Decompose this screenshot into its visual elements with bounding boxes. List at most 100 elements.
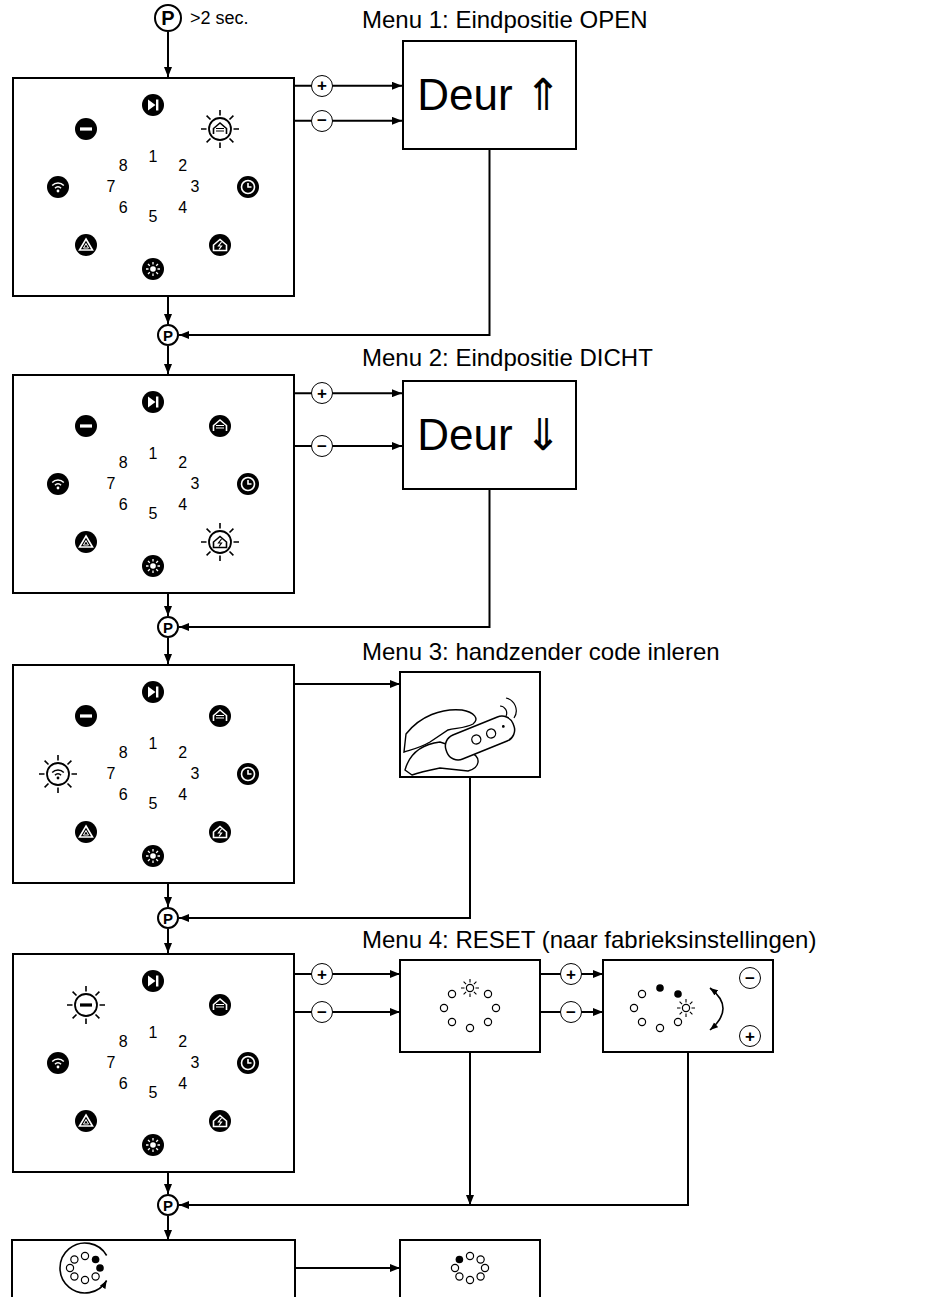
flow-connector [179,490,490,627]
led-on [674,990,682,998]
position-number: 1 [149,149,158,165]
status-icon [142,555,164,577]
flow-connector [167,32,169,77]
led-off [456,1273,463,1280]
status-icon [75,821,97,843]
flow-connector [167,297,169,324]
menu-title: Menu 2: Eindpositie DICHT [362,344,653,372]
key-symbol: + [311,75,333,97]
led-off [448,1018,455,1025]
flow-connector [179,150,490,335]
led-off [440,1004,447,1011]
led-off [484,1018,491,1025]
key-sign: + [745,1028,755,1045]
flow-arrow [295,683,400,685]
menu-panel: 12345678 [12,953,295,1173]
key-symbol: − [739,967,761,989]
position-number: 3 [191,476,200,492]
key-sign: − [317,438,327,455]
program-button: P [157,616,179,638]
key-symbol: + [311,382,333,404]
position-number: 7 [107,476,116,492]
status-icon [237,473,259,495]
position-number: 5 [149,1085,158,1101]
position-number: 6 [119,497,128,513]
position-number: 7 [107,1055,116,1071]
door-direction: Deur ⇑ [417,73,561,117]
led-on [92,1256,100,1264]
position-number: 4 [178,1076,187,1092]
position-number: 3 [191,1055,200,1071]
flow-connector [167,929,169,953]
led-off [71,1256,78,1263]
led-off [674,1018,681,1025]
status-icon [47,1052,69,1074]
hand-thumb [404,710,476,752]
led-off [466,1276,473,1283]
key-sign: − [317,112,327,129]
menu-title: Menu 4: RESET (naar fabrieksinstellingen… [362,926,816,954]
hold-duration: >2 sec. [190,8,249,29]
menu-panel: 12345678 [12,664,295,884]
led-ring [630,984,695,1031]
button-letter: P [163,1198,173,1213]
led-off [638,990,645,997]
led-off [466,1024,473,1031]
position-number: 2 [178,455,187,471]
position-number: 6 [119,200,128,216]
key-sign: + [317,77,327,94]
status-icon [75,531,97,553]
position-number: 4 [178,497,187,513]
status-icon [209,705,231,727]
led-off [477,1273,484,1280]
menu-panel: 12345678 [12,77,295,297]
position-number: 7 [107,179,116,195]
led-ring [66,1252,103,1283]
program-button: P [157,1194,179,1216]
key-symbol: + [739,1025,761,1047]
flow-arrow [469,1052,471,1205]
status-icon [209,234,231,256]
position-number: 3 [191,766,200,782]
icon-dial [47,970,259,1156]
flow-arrow [179,1052,688,1205]
status-icon [209,1110,231,1132]
position-number: 7 [107,766,116,782]
led-ring-box [400,960,540,1052]
door-direction: Deur ⇓ [417,413,561,457]
position-number: 2 [178,1034,187,1050]
key-sign: − [317,1004,327,1021]
flow-connector [167,346,169,374]
status-icon [75,118,97,140]
led-off [66,1264,73,1271]
key-sign: − [566,1004,576,1021]
flow-connector [167,638,169,664]
flow-connector [167,884,169,907]
key-symbol: − [311,110,333,132]
status-icon-active [201,523,239,561]
menu-title: Menu 1: Eindpositie OPEN [362,6,647,34]
key-sign: + [317,385,327,402]
position-number: 8 [119,745,128,761]
position-number: 5 [149,796,158,812]
led-on [456,1256,464,1264]
led-off [656,1024,663,1031]
position-number: 5 [149,506,158,522]
status-icon [209,821,231,843]
door-display: Deur ⇑ [402,40,577,150]
status-icon-active [201,110,239,148]
led-blinking [677,999,695,1017]
led-off [638,1018,645,1025]
key-symbol: − [311,1001,333,1023]
flow-arrow [179,777,470,918]
led-blinking [461,979,479,997]
flow-connector [167,594,169,616]
status-icon [142,94,164,116]
led-off [484,990,491,997]
led-ring [440,979,499,1032]
key-sign: − [745,970,755,987]
position-number: 3 [191,179,200,195]
position-number: 4 [178,200,187,216]
status-icon-active [39,755,77,793]
